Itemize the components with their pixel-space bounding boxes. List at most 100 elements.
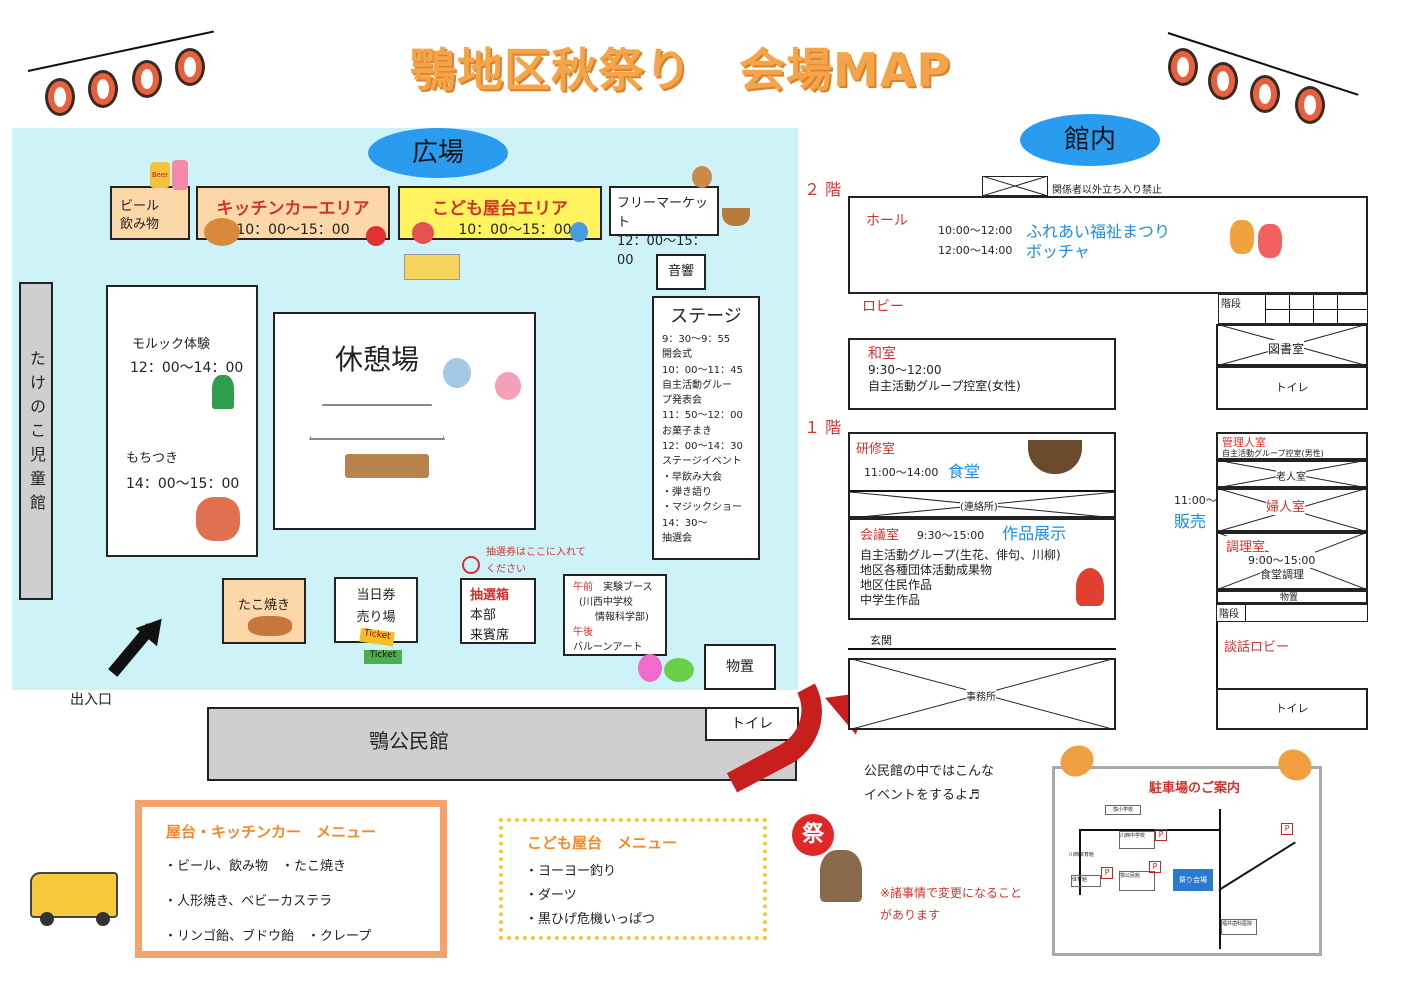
stage-schedule-item: 9：30～9：55 bbox=[662, 334, 731, 345]
ticket-line2: 売り場 bbox=[356, 610, 396, 625]
yoyo-pool-icon bbox=[404, 254, 460, 280]
kaigi-room: 会議室 9:30～15:00 作品展示 自主活動グループ(生花、俳句、川柳)地区… bbox=[848, 518, 1116, 620]
fujin-room: 婦人室 bbox=[1216, 488, 1368, 532]
parking-p-icon: P bbox=[1155, 829, 1167, 841]
venue-label: 祭り会場 bbox=[1173, 869, 1213, 891]
chori-room: 調理室 9:00～15:00 食堂調理 bbox=[1216, 532, 1368, 590]
basket-icon bbox=[722, 208, 750, 226]
kaigi-item: 自主活動グループ(生花、俳句、川柳) bbox=[860, 548, 1061, 562]
hall-ev2-name: ボッチャ bbox=[1026, 242, 1090, 261]
note-inside-line1: 公民館の中ではこんな bbox=[864, 764, 995, 779]
menu-kids-title: こども屋台 メニュー bbox=[527, 834, 678, 852]
kenshu-time: 11:00～14:00 bbox=[864, 466, 939, 479]
workshop-am-sub2: 情報科学部) bbox=[595, 612, 649, 623]
washitsu-text: 自主活動グループ控室(女性) bbox=[868, 379, 1021, 393]
kids-stall-name: こども屋台エリア bbox=[432, 199, 568, 219]
child-ring-toss-icon bbox=[570, 222, 588, 242]
dental-label: 福井歯科医院 bbox=[1221, 919, 1257, 935]
monooki-label: 物置 bbox=[1280, 593, 1299, 603]
stairs-2f: 階段 bbox=[1218, 294, 1368, 324]
gym2-label: 体育館 bbox=[1071, 875, 1101, 887]
hanbai-label: 販売 bbox=[1174, 512, 1207, 531]
stage-schedule-item: 14：30～ bbox=[662, 517, 708, 529]
stairs-1f: 階段 bbox=[1216, 604, 1368, 622]
stage-schedule-item: ・早飲み大会 bbox=[662, 471, 722, 483]
chori-text: 食堂調理 bbox=[1260, 566, 1304, 582]
page-title: 鶚地区秋祭り 会場MAP bbox=[410, 43, 952, 97]
stage-schedule-item: 11：50～12：00 bbox=[662, 410, 743, 422]
castella-icon bbox=[204, 218, 240, 246]
jhs-label: 川西中学校 bbox=[1119, 831, 1155, 849]
lantern-icon bbox=[1295, 86, 1325, 124]
stage-schedule-item: 開会式 bbox=[662, 349, 692, 361]
no-entry-text: 関係者以外立ち入り禁止 bbox=[1052, 185, 1162, 196]
entrance-label: 出入口 bbox=[70, 692, 112, 708]
lantern-icon bbox=[132, 60, 162, 98]
kitchen-car-time: 10：00～15：00 bbox=[236, 222, 350, 238]
candy-apple-icon bbox=[366, 226, 386, 246]
hall-ev1-name: ふれあい福祉まつり bbox=[1026, 222, 1171, 241]
storage-plaza: 物置 bbox=[704, 644, 776, 690]
balloon-dog-icon bbox=[664, 658, 694, 682]
kaigi-time: 9:30～15:00 bbox=[916, 529, 985, 542]
note-inside-line2: イベントをするよ♬ bbox=[864, 788, 980, 803]
arrow-curl-icon bbox=[462, 556, 480, 574]
notice-line2: があります bbox=[880, 908, 941, 922]
toilet-2f: トイレ bbox=[1216, 366, 1368, 410]
ticket-icon: Ticket bbox=[364, 650, 402, 664]
notice: ※諸事情で変更になること があります bbox=[880, 882, 1022, 926]
chori-time: 9:00～15:00 bbox=[1248, 552, 1316, 568]
child-icon bbox=[412, 222, 434, 244]
mortuck-name: モルック体験 bbox=[132, 337, 211, 352]
kaigi-item: 地区各種団体活動成果物 bbox=[860, 563, 993, 577]
monooki-room: 物置 bbox=[1216, 590, 1368, 604]
kominkan-label: 鶚公民館 bbox=[1119, 871, 1155, 891]
lottery-title: 抽選箱 bbox=[470, 588, 510, 603]
parking-p-icon: P bbox=[1281, 823, 1293, 835]
library-label: 図書室 bbox=[1268, 340, 1305, 357]
mochi-pounding-icon bbox=[196, 497, 240, 541]
mortuck-time: 12：00～14：00 bbox=[130, 360, 244, 376]
gym-label: 川西体育館 bbox=[1069, 852, 1095, 858]
kaigi-item: 地区住民作品 bbox=[860, 578, 933, 592]
flea-market-time: 12：00～15：00 bbox=[617, 234, 706, 268]
stairs2-label: 階段 bbox=[1219, 609, 1239, 620]
fujin-label: 婦人室 bbox=[1266, 496, 1306, 515]
hall-ev2-time: 12:00～14:00 bbox=[938, 244, 1013, 257]
lottery-line2: 来賓席 bbox=[470, 628, 510, 643]
kenshu-label: 研修室 bbox=[856, 442, 896, 457]
takenoko-childrens-hall: たけのこ児童館 bbox=[19, 282, 53, 600]
washitsu-room: 和室 9:30～12:00 自主活動グループ控室(女性) bbox=[848, 338, 1116, 410]
washitsu-time: 9:30～12:00 bbox=[868, 363, 942, 377]
mochi-time: 14：00～15：00 bbox=[126, 476, 240, 492]
people-icon bbox=[443, 358, 471, 388]
stage-schedule-item: プ発表会 bbox=[662, 395, 702, 407]
menu-kids-item: ・黒ひげ危機いっぱつ bbox=[525, 912, 656, 927]
mortuck-mochi-area: モルック体験 12：00～14：00 もちつき 14：00～15：00 bbox=[106, 285, 258, 557]
chori-label: 調理室 bbox=[1226, 536, 1266, 555]
festival-fan-icon: 祭 bbox=[792, 814, 834, 856]
menu-kids-panel: こども屋台 メニュー ・ヨーヨー釣り・ダーツ・黒ひげ危機いっぱつ bbox=[499, 818, 767, 940]
wheel-icon bbox=[96, 912, 110, 926]
workshop-pm-label: 午後 bbox=[573, 627, 593, 638]
parking-p-icon: P bbox=[1149, 861, 1161, 873]
parking-guide: 駐車場のご案内 鶚小学校 川西体育館 P 川西中学校 体育館 P 鶚公民館 P … bbox=[1052, 766, 1322, 956]
rojin-room: 老人室 bbox=[1216, 460, 1368, 488]
lantern-icon bbox=[1250, 75, 1280, 113]
kaigi-list: 自主活動グループ(生花、俳句、川柳)地区各種団体活動成果物地区住民作品中学生作品 bbox=[860, 548, 1104, 608]
kaigi-label: 会議室 bbox=[860, 528, 900, 543]
parking-p-icon: P bbox=[1101, 867, 1113, 879]
beer-line2: 飲み物 bbox=[120, 217, 160, 232]
boccia-player-icon bbox=[1258, 224, 1282, 258]
menu-kids-item: ・ダーツ bbox=[525, 888, 577, 903]
washitsu-label: 和室 bbox=[868, 346, 896, 362]
bottle-icon bbox=[172, 160, 188, 190]
sakuhin-label: 作品展示 bbox=[1002, 524, 1067, 543]
lantern-icon bbox=[1168, 48, 1198, 86]
takoyaki-icon bbox=[248, 616, 292, 636]
ticket-line1: 当日券 bbox=[356, 588, 396, 603]
menu-kids-list: ・ヨーヨー釣り・ダーツ・黒ひげ危機いっぱつ bbox=[525, 860, 655, 932]
stage-schedule-item: お菓子まき bbox=[662, 425, 712, 437]
